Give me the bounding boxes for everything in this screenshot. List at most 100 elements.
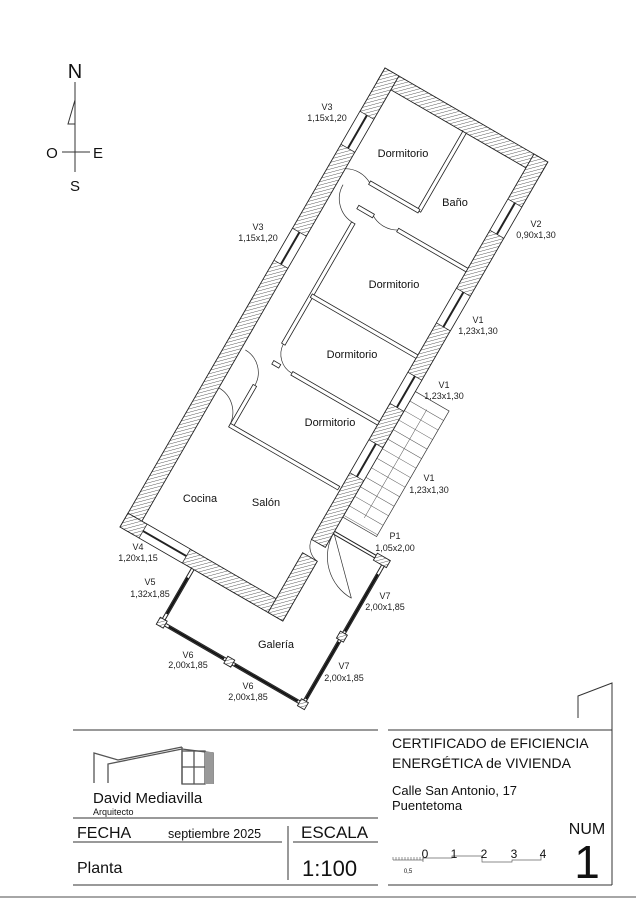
project-title-line1: CERTIFICADO de EFICIENCIA [392,735,589,751]
opening-size: 1,20x1,15 [118,553,158,563]
opening-size: 1,15x1,20 [307,113,347,123]
opening-id: V3 [321,102,332,112]
post [335,630,348,643]
door-dormitorio-3 [280,343,293,374]
escala-label: ESCALA [301,823,369,842]
compass-rose: N O E S [46,61,103,195]
opening-id: V5 [144,577,155,587]
fecha-value: septiembre 2025 [168,827,261,841]
partitions [228,130,469,491]
opening-id: V1 [423,473,434,483]
room-galeria: Galería [258,639,295,651]
stair-tread [343,515,378,536]
door-dormitorio-2 [338,184,354,224]
opening-size: 1,15x1,20 [238,233,278,243]
room-cocina: Cocina [183,493,218,505]
opening-size: 2,00x1,85 [365,602,405,612]
opening-id: V6 [182,650,193,660]
scale-tick: 1 [451,847,458,861]
room-dormitorio-1: Dormitorio [378,148,429,160]
room-labels: Dormitorio Baño Dormitorio Dormitorio Do… [183,148,468,651]
opening-id: V7 [379,591,390,601]
windows [138,110,523,703]
stair-tread [360,486,395,507]
frame-corner [577,682,613,885]
room-dormitorio-3: Dormitorio [327,349,378,361]
fecha-label: FECHA [77,825,132,842]
window-v7-b [305,641,340,700]
window-v5 [165,577,189,615]
opening-size: 2,00x1,85 [168,660,208,670]
scale-bar-sub: 0,5 [404,869,413,875]
room-salon: Salón [252,497,280,509]
compass-south: S [70,178,80,195]
scale-bar [392,855,542,863]
title-block: David Mediavilla Arquitecto CERTIFICADO … [0,682,636,898]
building-plan [119,67,549,711]
post [155,616,168,629]
door-dormitorio-1 [345,168,370,183]
stair-tread [404,410,439,431]
opening-labels: V3 1,15x1,20 V2 0,90x1,30 V3 1,15x1,20 V… [118,102,556,702]
address-line1: Calle San Antonio, 17 [392,783,517,798]
door-swings [218,168,398,599]
sheet-title: Planta [77,860,122,877]
compass-arrow [67,99,76,125]
stair-tread [354,496,389,517]
post [223,655,236,668]
opening-size: 2,00x1,85 [228,692,268,702]
stair-tread [409,400,444,421]
window-v6-b [233,663,299,703]
opening-size: 1,23x1,30 [409,485,449,495]
room-bano: Baño [442,197,468,209]
stair-tread [376,457,411,478]
address-line2: Puentetoma [392,798,463,813]
opening-id: V1 [438,380,449,390]
door-salon-hall [309,539,318,562]
room-dormitorio-4: Dormitorio [305,417,356,429]
logo-name: David Mediavilla [93,790,203,807]
door-salon [218,387,234,427]
window-v7-a [344,573,379,632]
opening-id: V7 [338,661,349,671]
stair-tread [398,419,433,440]
scale-tick: 2 [481,847,488,861]
logo-subtitle: Arquitecto [93,807,134,817]
project-title-line2: ENERGÉTICA de VIVIENDA [392,755,572,771]
num-value: 1 [574,836,600,888]
stair-tread [387,438,422,459]
scale-tick: 4 [540,847,547,861]
escala-value: 1:100 [302,856,357,881]
window-v6-a [168,625,225,660]
opening-size: 2,00x1,85 [324,673,364,683]
opening-size: 1,05x2,00 [375,543,415,553]
opening-id: V3 [252,222,263,232]
wall-bottom-return [267,552,318,622]
staircase [342,391,450,538]
opening-id: V6 [242,681,253,691]
opening-id: P1 [389,531,400,541]
opening-size: 0,90x1,30 [516,230,556,240]
opening-id: V1 [472,315,483,325]
stair-tread [393,429,428,450]
door-p1 [327,532,352,599]
compass-west: O [46,145,58,162]
opening-size: 1,23x1,30 [424,391,464,401]
door-bano [373,215,398,231]
scale-tick: 3 [511,847,518,861]
opening-id: V4 [132,542,143,552]
scale-tick: 0 [422,847,429,861]
compass-east: E [93,145,103,162]
compass-north: N [68,61,82,83]
post [296,698,309,711]
stair-tread [371,467,406,488]
opening-size: 1,23x1,30 [458,326,498,336]
opening-id: V2 [530,219,541,229]
stair-tread [382,448,417,469]
opening-size: 1,32x1,85 [130,589,170,599]
door-dormitorio-4 [245,349,259,386]
stair-tread [365,477,400,497]
post [372,552,391,569]
architect-logo [93,746,214,785]
